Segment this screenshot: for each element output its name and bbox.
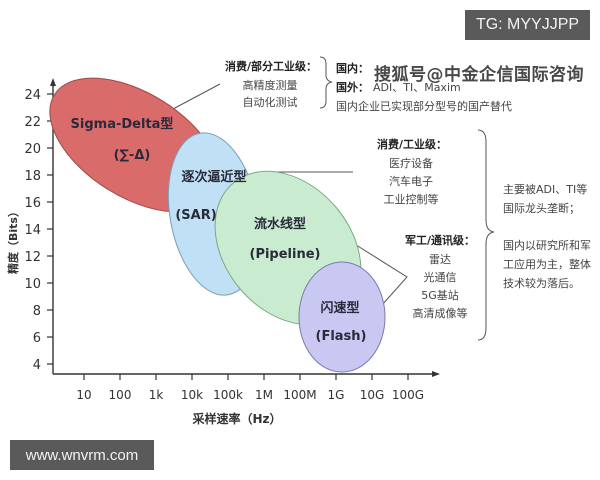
tg-tag: TG: MYYJJPP	[465, 10, 590, 40]
annotation-line: 高清成像等	[413, 306, 468, 320]
region-label-sar: 逐次逼近型	[181, 169, 246, 185]
y-tick-label: 14	[24, 223, 41, 238]
y-tick-label: 18	[24, 169, 41, 184]
watermark-overlay: 搜狐号@中金企信国际咨询	[374, 65, 584, 85]
region-label-sigma-delta: Sigma-Delta型	[71, 116, 174, 132]
x-ticks: 10 100 1k 10k 100k 1M 100M 1G 10G 100G	[76, 374, 424, 402]
y-tick-label: 4	[33, 358, 41, 373]
callout-line-pipeline-flash	[344, 237, 408, 306]
note-right-upper: 主要被ADI、TI等	[503, 182, 587, 196]
y-axis-arrow-icon	[50, 78, 56, 86]
note-foreign-label: 国外：	[336, 80, 369, 94]
x-tick-label: 10k	[181, 388, 203, 402]
region-sub-sigma-delta: (∑-Δ)	[114, 148, 151, 163]
x-tick-label: 100k	[213, 388, 243, 402]
x-tick-label: 1M	[255, 388, 273, 402]
x-tick-label: 1G	[328, 388, 345, 402]
x-tick-label: 10	[76, 388, 91, 402]
annotation-line: 自动化测试	[243, 95, 298, 109]
annotation-line: 医疗设备	[389, 156, 433, 170]
regions	[49, 77, 386, 373]
x-tick-label: 100G	[392, 388, 424, 402]
y-tick-label: 20	[24, 142, 41, 157]
x-axis-arrow-icon	[432, 371, 440, 377]
x-tick-label: 1k	[149, 388, 164, 402]
y-tick-label: 8	[33, 304, 41, 319]
x-tick-label: 100M	[283, 388, 316, 402]
annotation-military-telecom-heading: 军工/通讯级：	[405, 233, 475, 247]
annotation-consumer-industrial-heading: 消费/工业级：	[377, 137, 447, 151]
region-flash	[298, 261, 386, 373]
annotation-line: 汽车电子	[389, 174, 433, 188]
region-label-pipeline: 流水线型	[254, 216, 306, 232]
x-axis-label: 采样速率（Hz）	[191, 411, 281, 426]
y-tick-label: 16	[24, 196, 41, 211]
region-sub-pipeline: (Pipeline)	[250, 247, 321, 262]
region-label-flash: 闪速型	[320, 300, 359, 316]
y-tick-label: 22	[24, 115, 41, 130]
annotation-consumer-partial-industrial-heading: 消费/部分工业级：	[225, 59, 317, 73]
brace-right	[477, 129, 495, 341]
brace-top	[319, 56, 333, 109]
note-right-lower: 技术较为落后。	[503, 276, 580, 290]
annotation-line: 工业控制等	[384, 192, 439, 206]
y-ticks: 4 6 8 10 12 14 16 18 20 22 24	[24, 88, 53, 373]
y-tick-label: 6	[33, 331, 41, 346]
y-tick-label: 24	[24, 88, 41, 103]
annotation-line: 5G基站	[421, 288, 459, 302]
annotation-line: 雷达	[429, 253, 451, 266]
x-tick-label: 10G	[360, 388, 385, 402]
region-sub-flash: (Flash)	[316, 329, 367, 344]
note-domestic-substitution: 国内企业已实现部分型号的国产替代	[336, 99, 512, 113]
y-axis-label: 精度（Bits）	[6, 206, 20, 274]
note-right-lower: 国内以研究所和军	[503, 238, 591, 252]
callout-line-sigma-delta	[172, 83, 221, 110]
note-domestic-label: 国内：	[336, 61, 369, 75]
url-tag: www.wnvrm.com	[10, 440, 154, 470]
annotation-line: 光通信	[424, 270, 457, 284]
y-tick-label: 10	[24, 277, 41, 292]
note-foreign-text: ADI、TI、Maxim	[373, 81, 461, 94]
annotation-line: 高精度测量	[243, 78, 298, 92]
note-right-lower: 工应用为主，整体	[503, 257, 591, 271]
region-sub-sar: (SAR)	[175, 208, 216, 223]
x-tick-label: 100	[109, 388, 132, 402]
note-right-upper: 国际龙头垄断；	[503, 201, 580, 215]
y-tick-label: 12	[24, 250, 41, 265]
